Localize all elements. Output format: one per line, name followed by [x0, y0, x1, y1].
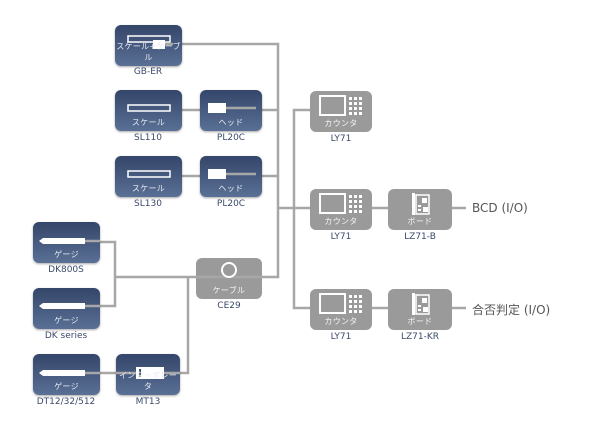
node-ce29[interactable]: ケーブル [196, 258, 262, 299]
node-lz71-kr[interactable]: ボード [388, 289, 452, 330]
edge-mt13-ce29 [180, 277, 190, 375]
edge-gb-er-trunk [182, 42, 280, 279]
node-dk-series[interactable]: ゲージ [33, 288, 100, 329]
node-model: LY71 [330, 332, 352, 342]
counter-icon [319, 95, 362, 116]
edge-dk800s-join [100, 240, 117, 308]
gauge-icon [39, 370, 100, 376]
node-model: DT12/32/512 [36, 397, 96, 407]
scale-cable-icon [127, 35, 173, 49]
node-sl130[interactable]: スケール [115, 156, 182, 197]
cable-icon [196, 262, 262, 279]
node-lz71-b[interactable]: ボード [388, 189, 452, 230]
node-model: DK800S [48, 265, 84, 275]
node-category: スケール+ケーブル [116, 42, 181, 62]
node-model: LY71 [330, 232, 352, 242]
node-model: SL110 [134, 133, 162, 143]
output-judgement-label: 合否判定 (I/O) [472, 303, 551, 317]
node-category: カウンタ [324, 119, 358, 128]
node-category: インターポレータ [118, 371, 178, 391]
node-dt[interactable]: ゲージ [33, 354, 100, 395]
node-category: ボード [407, 317, 433, 326]
node-model: LZ71-KR [400, 332, 440, 342]
node-gb-er[interactable]: スケール+ケーブル [115, 25, 182, 66]
counter-icon [319, 293, 362, 314]
node-category: ゲージ [54, 250, 79, 259]
node-ly71-3[interactable]: カウンタ [310, 289, 372, 330]
node-category: ゲージ [54, 316, 79, 325]
node-ly71-2[interactable]: カウンタ [310, 189, 372, 230]
gauge-icon [39, 238, 100, 244]
node-model: MT13 [135, 397, 161, 407]
node-category: カウンタ [324, 217, 358, 226]
node-model: LY71 [330, 134, 352, 144]
node-model: PL20C [216, 133, 246, 143]
node-sl110[interactable]: スケール [115, 90, 182, 131]
node-category: ヘッド [218, 118, 244, 127]
node-category: ケーブル [212, 286, 246, 295]
interpolator-icon [116, 367, 180, 379]
node-ly71-1[interactable]: カウンタ [310, 91, 372, 132]
node-model: CE29 [217, 301, 241, 311]
node-model: DK series [44, 331, 88, 341]
board-icon [412, 293, 430, 315]
scale-icon [127, 104, 171, 112]
node-model: LZ71-B [404, 232, 436, 242]
gauge-icon [39, 303, 100, 309]
node-category: ゲージ [54, 382, 79, 391]
node-category: ボード [407, 217, 433, 226]
board-icon [412, 193, 430, 215]
node-pl20c-2[interactable]: ヘッド [200, 156, 262, 197]
head-icon [208, 103, 256, 113]
output-bcd-label: BCD (I/O) [472, 201, 528, 215]
node-category: スケール [131, 184, 166, 193]
counter-icon [319, 193, 362, 214]
node-category: スケール [131, 118, 166, 127]
node-model: SL130 [134, 199, 162, 209]
node-category: カウンタ [324, 317, 358, 326]
node-pl20c-1[interactable]: ヘッド [200, 90, 262, 131]
node-category: ヘッド [218, 184, 244, 193]
node-model: PL20C [216, 199, 246, 209]
node-dk800s[interactable]: ゲージ [33, 222, 100, 263]
node-mt13[interactable]: インターポレータ [116, 354, 180, 395]
head-icon [208, 169, 256, 179]
scale-icon [127, 170, 171, 178]
node-model: GB-ER [133, 67, 163, 77]
